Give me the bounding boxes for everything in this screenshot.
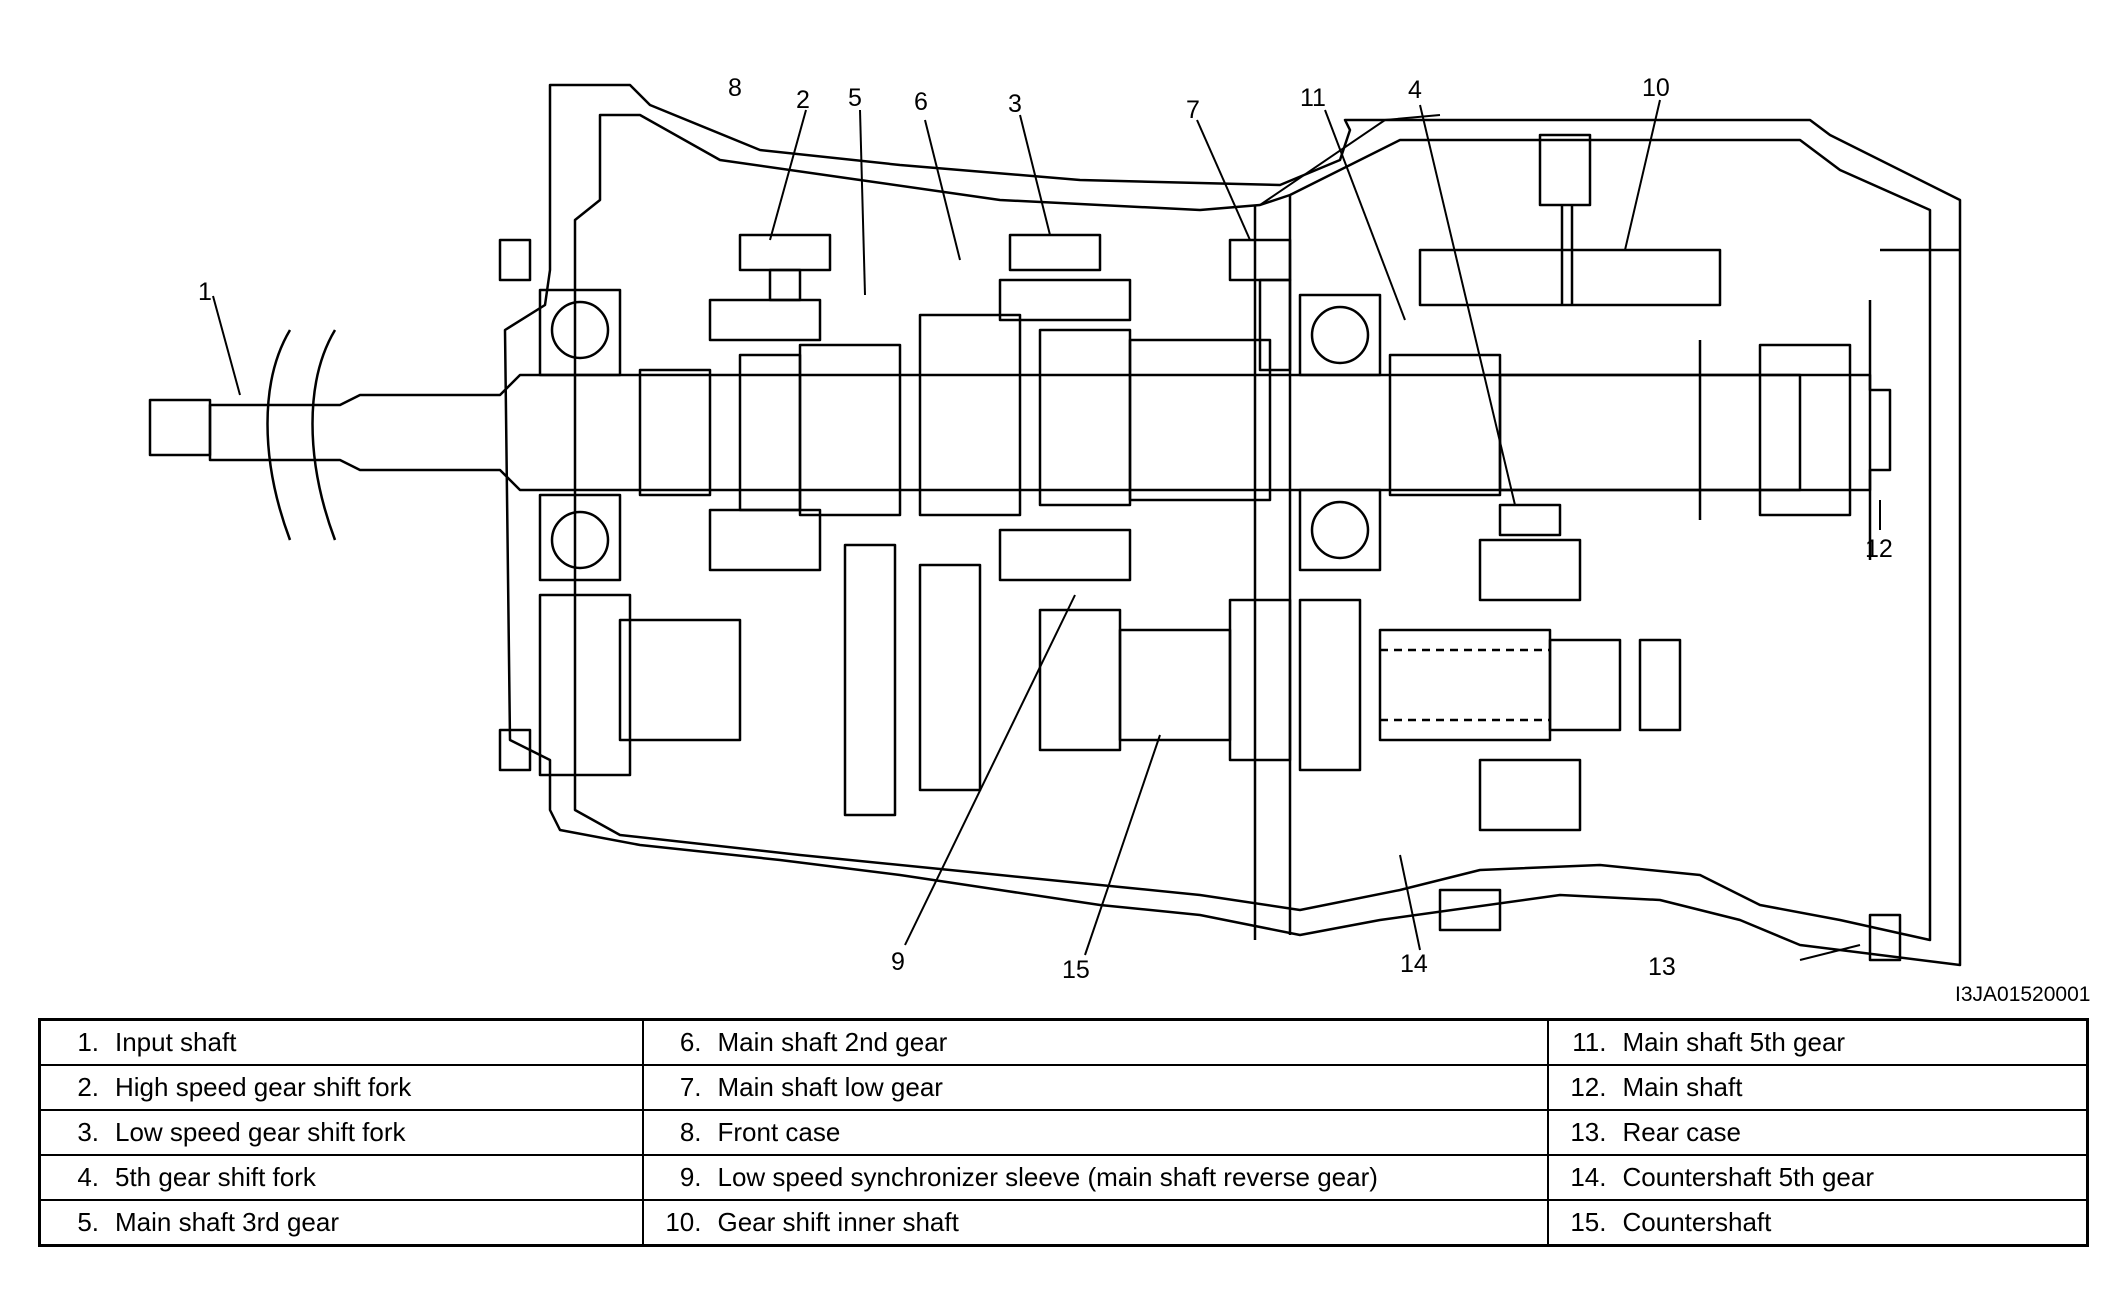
callout-15: 15 [1062, 956, 1090, 984]
callout-10: 10 [1642, 74, 1670, 102]
rear-case-detail [498, 238, 1960, 962]
legend-row: 5.Main shaft 3rd gear 10.Gear shift inne… [38, 1199, 2089, 1247]
legend-cell: 1.Input shaft [38, 1018, 644, 1066]
callout-14: 14 [1400, 950, 1428, 978]
leader-lines [212, 99, 1881, 961]
legend-cell: 15.Countershaft [1546, 1199, 2089, 1247]
callout-13: 13 [1648, 953, 1676, 981]
callout-3: 3 [1008, 90, 1022, 118]
legend-row: 1.Input shaft 6.Main shaft 2nd gear 11.M… [38, 1018, 2089, 1066]
front-case-outline [503, 83, 1962, 967]
legend-cell: 12.Main shaft [1546, 1064, 2089, 1111]
countershaft [538, 543, 1682, 817]
legend-cell: 13.Rear case [1546, 1109, 2089, 1156]
gear-shift-inner-shaft [1418, 133, 1722, 307]
shaft-break-lines [266, 329, 337, 541]
callout-2: 2 [796, 86, 810, 114]
callout-1: 1 [198, 278, 212, 306]
figure-reference-code: I3JA01520001 [1955, 983, 2091, 1006]
legend-cell: 4.5th gear shift fork [38, 1154, 644, 1201]
bearings [538, 288, 1382, 582]
callout-8: 8 [728, 74, 742, 102]
parts-legend-table: 1.Input shaft 6.Main shaft 2nd gear 11.M… [38, 1018, 2089, 1247]
callout-6: 6 [914, 88, 928, 116]
main-shaft-gears [638, 313, 1802, 517]
callout-11: 11 [1300, 84, 1326, 112]
shift-forks [708, 233, 1582, 832]
legend-cell: 11.Main shaft 5th gear [1546, 1018, 2089, 1066]
legend-cell: 9.Low speed synchronizer sleeve (main sh… [641, 1154, 1549, 1201]
callout-7: 7 [1186, 96, 1200, 124]
input-shaft-stub [148, 398, 212, 457]
legend-row: 2.High speed gear shift fork 7.Main shaf… [38, 1064, 2089, 1111]
legend-row: 4.5th gear shift fork 9.Low speed synchr… [38, 1154, 2089, 1201]
transmission-cross-section-diagram: 1 2 3 4 5 6 7 8 9 10 11 12 13 14 15 [148, 74, 1962, 984]
main-shaft-outline [208, 373, 1892, 492]
callout-5: 5 [848, 84, 862, 112]
legend-cell: 6.Main shaft 2nd gear [641, 1018, 1549, 1066]
legend-cell: 14.Countershaft 5th gear [1546, 1154, 2089, 1201]
legend-cell: 3.Low speed gear shift fork [38, 1109, 644, 1156]
legend-cell: 7.Main shaft low gear [641, 1064, 1549, 1111]
legend-cell: 8.Front case [641, 1109, 1549, 1156]
legend-cell: 2.High speed gear shift fork [38, 1064, 644, 1111]
callout-12: 12 [1865, 535, 1893, 563]
legend-row: 3.Low speed gear shift fork 8.Front case… [38, 1109, 2089, 1156]
callout-9: 9 [891, 948, 905, 976]
callout-labels: 1 2 3 4 5 6 7 8 9 10 11 12 13 14 15 [198, 74, 1893, 984]
legend-cell: 5.Main shaft 3rd gear [38, 1199, 644, 1247]
callout-4: 4 [1408, 76, 1422, 104]
legend-cell: 10.Gear shift inner shaft [641, 1199, 1549, 1247]
